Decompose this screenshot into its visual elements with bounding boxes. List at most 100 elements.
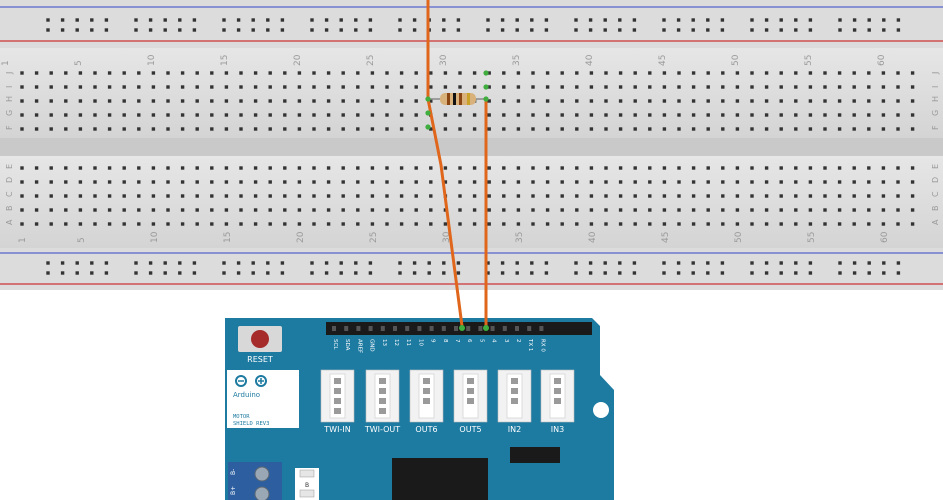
rail-hole (500, 261, 505, 265)
breadboard-hole (283, 85, 287, 89)
breadboard-hole (779, 113, 783, 117)
breadboard-hole (735, 71, 740, 75)
breadboard-hole (662, 180, 667, 184)
breadboard-hole (852, 208, 856, 212)
breadboard-hole (122, 222, 126, 226)
rail-hole (427, 261, 431, 265)
reset-button[interactable] (251, 330, 269, 348)
wire-to-pin-8[interactable] (426, 0, 464, 328)
breadboard-hole (779, 194, 783, 198)
connector-slot (329, 373, 346, 419)
rail-hole (867, 18, 871, 22)
header-pin (527, 326, 532, 331)
breadboard-hole (545, 99, 550, 103)
header-pin (478, 326, 483, 331)
breadboard-hole (896, 208, 900, 212)
resistor[interactable] (428, 93, 486, 105)
connector-slot (549, 373, 566, 419)
column-number: 40 (588, 231, 598, 243)
breadboard-hole (93, 71, 97, 75)
rail-hole (104, 18, 109, 22)
breadboard-hole (34, 127, 39, 131)
breadboard-hole (443, 166, 448, 170)
board-name-line2: SHIELD REV3 (233, 421, 269, 427)
breadboard-hole (677, 127, 681, 131)
column-number: 45 (658, 55, 668, 66)
breadboard-hole (224, 99, 229, 103)
rail-hole (706, 18, 710, 22)
rail-hole (794, 261, 798, 265)
breadboard-hole (735, 194, 740, 198)
breadboard-hole (487, 166, 491, 170)
breadboard-hole (837, 71, 842, 75)
rail-hole (838, 28, 842, 32)
breadboard-hole (180, 180, 185, 184)
connection-highlights (425, 70, 489, 331)
breadboard-hole (312, 71, 316, 75)
rail-hole (852, 271, 857, 275)
breadboard-hole (312, 208, 316, 212)
connector-pin (334, 378, 341, 384)
breadboard-hole (93, 99, 97, 103)
breadboard-hole (648, 127, 652, 131)
rail-hole (720, 261, 725, 265)
breadboard-hole (794, 113, 798, 117)
breadboard-hole (224, 113, 229, 117)
rail-hole (398, 271, 402, 275)
breadboard-hole (896, 166, 900, 170)
breadboard-hole (210, 99, 214, 103)
breadboard-hole (107, 99, 112, 103)
rail-hole (779, 18, 783, 22)
breadboard-hole (20, 85, 24, 89)
breadboard-hole (268, 127, 272, 131)
breadboard-hole (881, 71, 886, 75)
breadboard-hole (312, 85, 316, 89)
breadboard-hole (837, 166, 842, 170)
rail-hole (310, 18, 314, 22)
breadboard-hole (458, 85, 462, 89)
breadboard-hole (107, 113, 112, 117)
breadboard-hole (224, 71, 229, 75)
pin-header (326, 322, 592, 335)
breadboard-hole (107, 85, 112, 89)
breadboard-hole (823, 71, 827, 75)
rail-hole (339, 18, 343, 22)
breadboard-hole (20, 166, 24, 170)
breadboard-hole (78, 113, 83, 117)
rail-hole (412, 28, 417, 32)
breadboard-hole (239, 113, 243, 117)
row-letters-bottom: E D C B A E D C B A (5, 164, 940, 225)
rail-hole (90, 261, 94, 265)
breadboard-hole (34, 180, 39, 184)
breadboard-hole (356, 180, 360, 184)
rail-hole (603, 28, 607, 32)
breadboard-hole (458, 166, 462, 170)
breadboard-hole (458, 222, 462, 226)
top-power-rail (0, 0, 943, 48)
rail-hole (266, 18, 270, 22)
rail-hole (574, 28, 578, 32)
rail-hole (764, 271, 769, 275)
rail-hole (442, 28, 446, 32)
breadboard-hole (399, 194, 404, 198)
rail-hole (104, 261, 109, 265)
breadboard-hole (691, 99, 696, 103)
rail-hole (324, 271, 329, 275)
breadboard-hole (545, 180, 550, 184)
breadboard-hole (283, 99, 287, 103)
breadboard-hole (531, 127, 535, 131)
connector-pin (467, 388, 474, 394)
breadboard-hole (677, 99, 681, 103)
rail-hole (192, 261, 197, 265)
breadboard-hole (794, 85, 798, 89)
breadboard-hole (429, 222, 433, 226)
breadboard-hole (414, 85, 418, 89)
breadboard-hole (633, 222, 637, 226)
rail-hole (442, 271, 446, 275)
breadboard-hole (180, 222, 185, 226)
breadboard-hole (545, 113, 550, 117)
column-number: 30 (442, 231, 452, 243)
breadboard-hole (604, 127, 608, 131)
breadboard-hole (604, 85, 608, 89)
rail-hole (676, 18, 681, 22)
